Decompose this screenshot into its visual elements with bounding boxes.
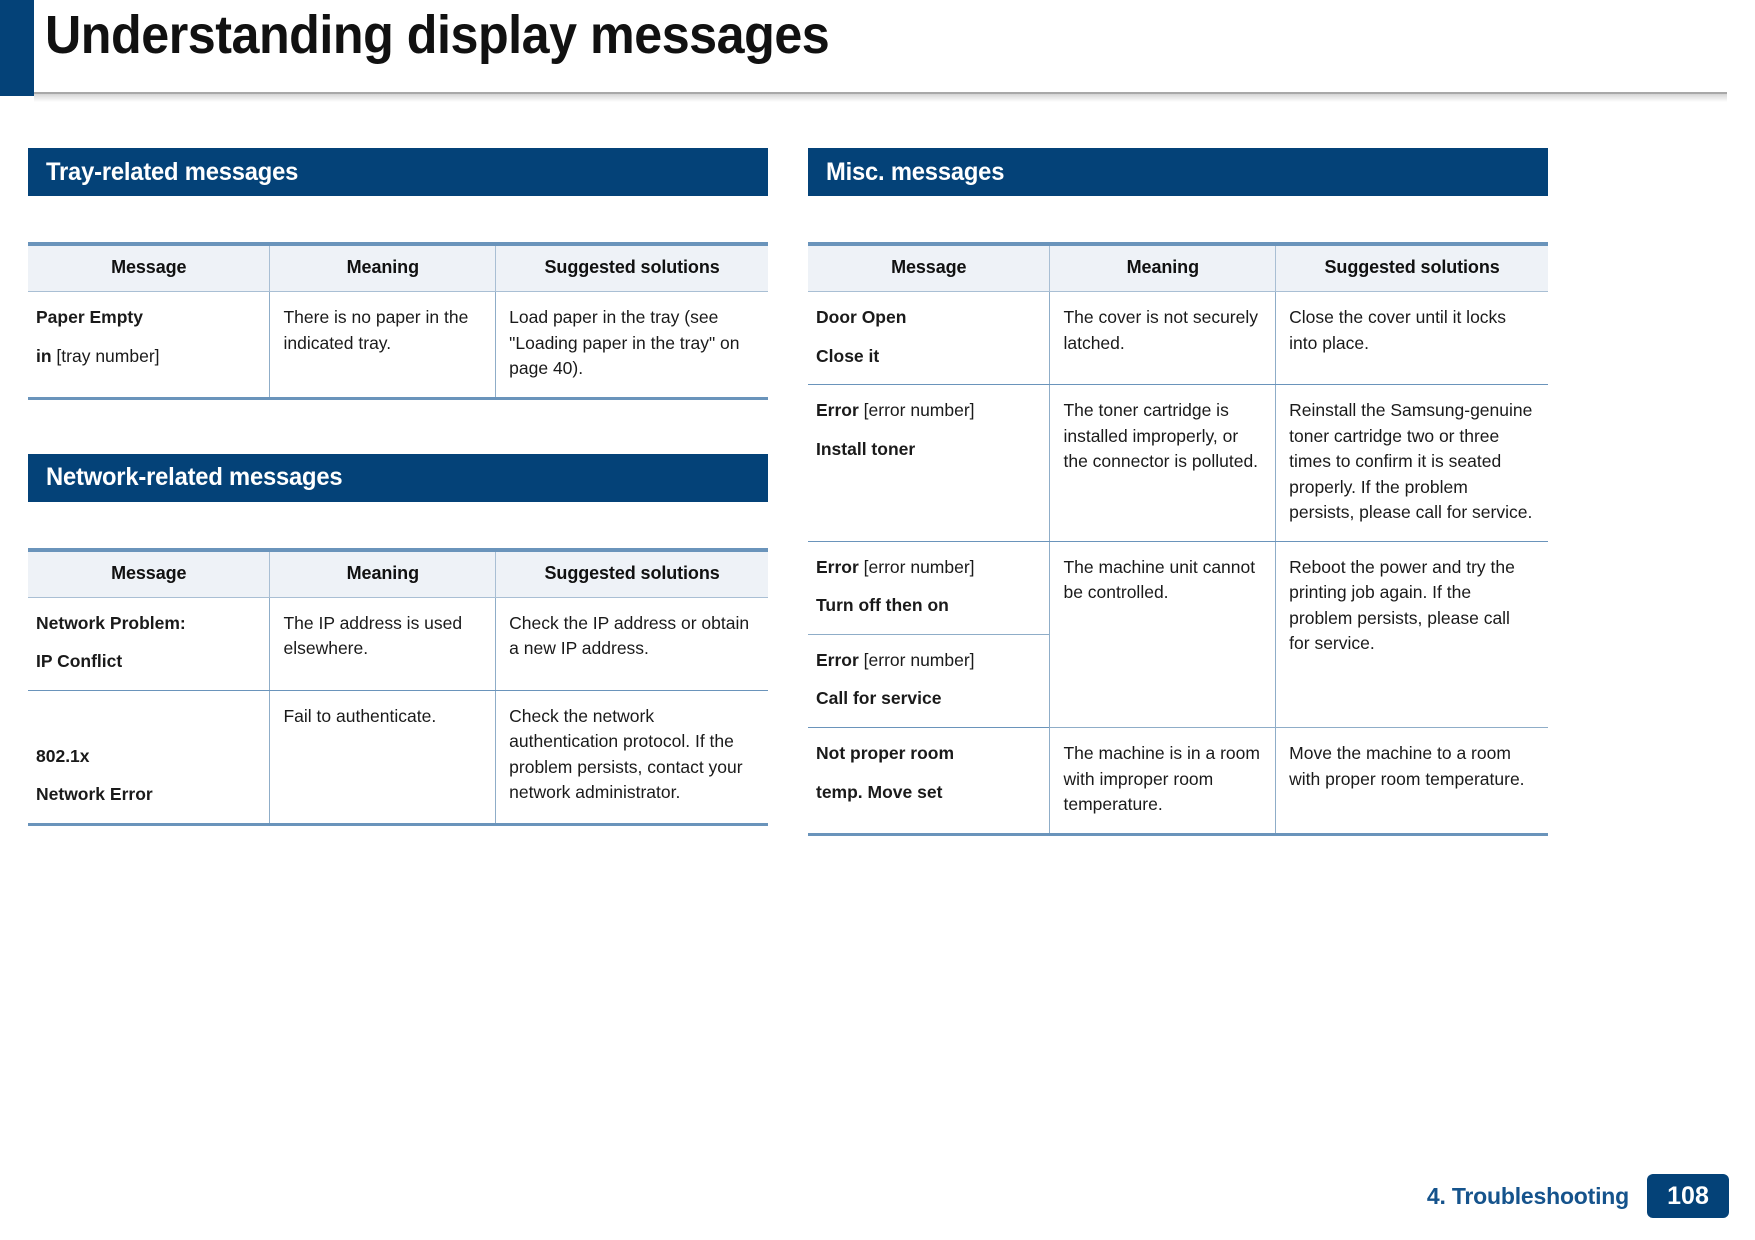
table-header-row: Message Meaning Suggested solutions <box>28 242 768 292</box>
cell-solution: Check the IP address or obtain a new IP … <box>495 597 768 691</box>
table-misc-messages: Message Meaning Suggested solutions Door… <box>808 242 1548 836</box>
column-header-suggested-solutions: Suggested solutions <box>1275 242 1548 292</box>
table-row: Not proper room temp. Move set The machi… <box>808 727 1548 836</box>
message-label-secondary: Close it <box>816 345 880 366</box>
table-header-row: Message Meaning Suggested solutions <box>28 547 768 598</box>
cell-message: Door Open Close it <box>808 291 1050 386</box>
cell-meaning: The IP address is used elsewhere. <box>269 597 496 691</box>
message-label-secondary: Turn off then on <box>816 595 949 616</box>
message-label-primary-plain: [error number] <box>858 400 975 421</box>
column-header-suggested-solutions: Suggested solutions <box>495 242 768 292</box>
column-header-message: Message <box>28 242 270 292</box>
table-row: Error [error number] Call for service <box>808 634 1548 729</box>
page-header: Understanding display messages <box>0 0 1755 102</box>
cell-message: Network Problem: IP Conflict <box>28 597 270 691</box>
message-label-primary: Door Open <box>816 307 907 327</box>
message-label-primary-plain: [error number] <box>858 649 975 670</box>
table-network-related-messages: Message Meaning Suggested solutions Netw… <box>28 547 768 826</box>
content-area: Tray-related messages Message Meaning Su… <box>28 148 1727 890</box>
cell-solution: Load paper in the tray (see "Loading pap… <box>495 291 768 400</box>
table-row: 802.1x Network Error Fail to authenticat… <box>28 690 768 826</box>
page-title: Understanding display messages <box>45 5 830 65</box>
cell-solution: Move the machine to a room with proper r… <box>1275 727 1548 836</box>
cell-meaning: The toner cartridge is installed imprope… <box>1049 384 1276 542</box>
message-label-primary-bold: Error <box>816 556 859 577</box>
cell-message: 802.1x Network Error <box>28 690 270 826</box>
footer-chapter-label: 4. Troubleshooting <box>1426 1182 1629 1209</box>
section-title-misc: Misc. messages <box>826 157 1005 186</box>
table-row: Error [error number] Turn off then on Th… <box>808 541 1548 729</box>
message-label-primary: Error [error number] <box>816 648 1036 674</box>
cell-solution: Check the network authentication protoco… <box>495 690 768 826</box>
table-header-row: Message Meaning Suggested solutions <box>808 242 1548 292</box>
header-accent-bar <box>0 0 34 96</box>
cell-meaning: The cover is not securely latched. <box>1049 291 1276 386</box>
right-column: Misc. messages Message Meaning Suggested… <box>808 148 1548 890</box>
cell-solution: Reinstall the Samsung-genuine toner cart… <box>1275 384 1548 542</box>
column-header-meaning: Meaning <box>269 547 496 598</box>
cell-meaning: The machine unit cannot be controlled. <box>1049 541 1276 729</box>
cell-message: Error [error number] Call for service <box>808 634 1050 729</box>
cell-meaning: The machine is in a room with improper r… <box>1049 727 1276 836</box>
message-label-primary-bold: Error <box>816 649 859 670</box>
message-label-primary: 802.1x <box>36 745 90 766</box>
message-label-secondary: Network Error <box>36 784 153 805</box>
section-banner-network-related: Network-related messages <box>28 453 768 502</box>
cell-message: Error [error number] Turn off then on <box>808 541 1050 635</box>
message-label-secondary: temp. Move set <box>816 781 943 802</box>
message-label-primary: Not proper room <box>816 743 955 764</box>
cell-message: Not proper room temp. Move set <box>808 727 1050 836</box>
cell-meaning: There is no paper in the indicated tray. <box>269 291 496 400</box>
section-banner-misc: Misc. messages <box>808 148 1548 196</box>
cell-solution: Reboot the power and try the printing jo… <box>1275 541 1548 729</box>
message-label-secondary: Call for service <box>816 688 942 709</box>
column-header-message: Message <box>808 242 1050 292</box>
message-label-primary: Error [error number] <box>816 398 1036 424</box>
message-label-primary-plain: [error number] <box>858 556 975 577</box>
column-header-meaning: Meaning <box>269 242 496 292</box>
table-row: Door Open Close it The cover is not secu… <box>808 291 1548 386</box>
message-label-secondary-plain: [tray number] <box>51 345 160 366</box>
column-header-message: Message <box>28 547 270 598</box>
message-label-primary-bold: Error <box>816 400 859 421</box>
message-label-secondary: Install toner <box>816 438 916 459</box>
page-footer: 4. Troubleshooting 108 <box>1427 1174 1729 1218</box>
table-row: Network Problem: IP Conflict The IP addr… <box>28 597 768 691</box>
cell-meaning: Fail to authenticate. <box>269 690 496 826</box>
cell-message: Paper Empty in [tray number] <box>28 291 270 400</box>
message-label-secondary-bold: in <box>36 345 52 366</box>
message-label-secondary: IP Conflict <box>36 651 123 672</box>
section-title-tray-related: Tray-related messages <box>46 157 299 186</box>
message-label-primary: Error [error number] <box>816 555 1036 581</box>
cell-message: Error [error number] Install toner <box>808 384 1050 542</box>
column-header-suggested-solutions: Suggested solutions <box>495 547 768 598</box>
message-label-primary: Network Problem: <box>36 612 186 633</box>
cell-solution: Close the cover until it locks into plac… <box>1275 291 1548 386</box>
section-title-network-related: Network-related messages <box>46 463 343 492</box>
footer-page-number: 108 <box>1647 1174 1729 1218</box>
table-row: Paper Empty in [tray number] There is no… <box>28 291 768 400</box>
message-label-secondary: in [tray number] <box>36 344 256 370</box>
table-tray-related-messages: Message Meaning Suggested solutions Pape… <box>28 242 768 400</box>
message-label-primary: Paper Empty <box>36 307 143 327</box>
section-banner-tray-related: Tray-related messages <box>28 148 768 196</box>
left-column: Tray-related messages Message Meaning Su… <box>28 148 768 890</box>
column-header-meaning: Meaning <box>1049 242 1276 292</box>
table-row: Error [error number] Install toner The t… <box>808 384 1548 542</box>
header-divider-rule <box>34 92 1727 102</box>
